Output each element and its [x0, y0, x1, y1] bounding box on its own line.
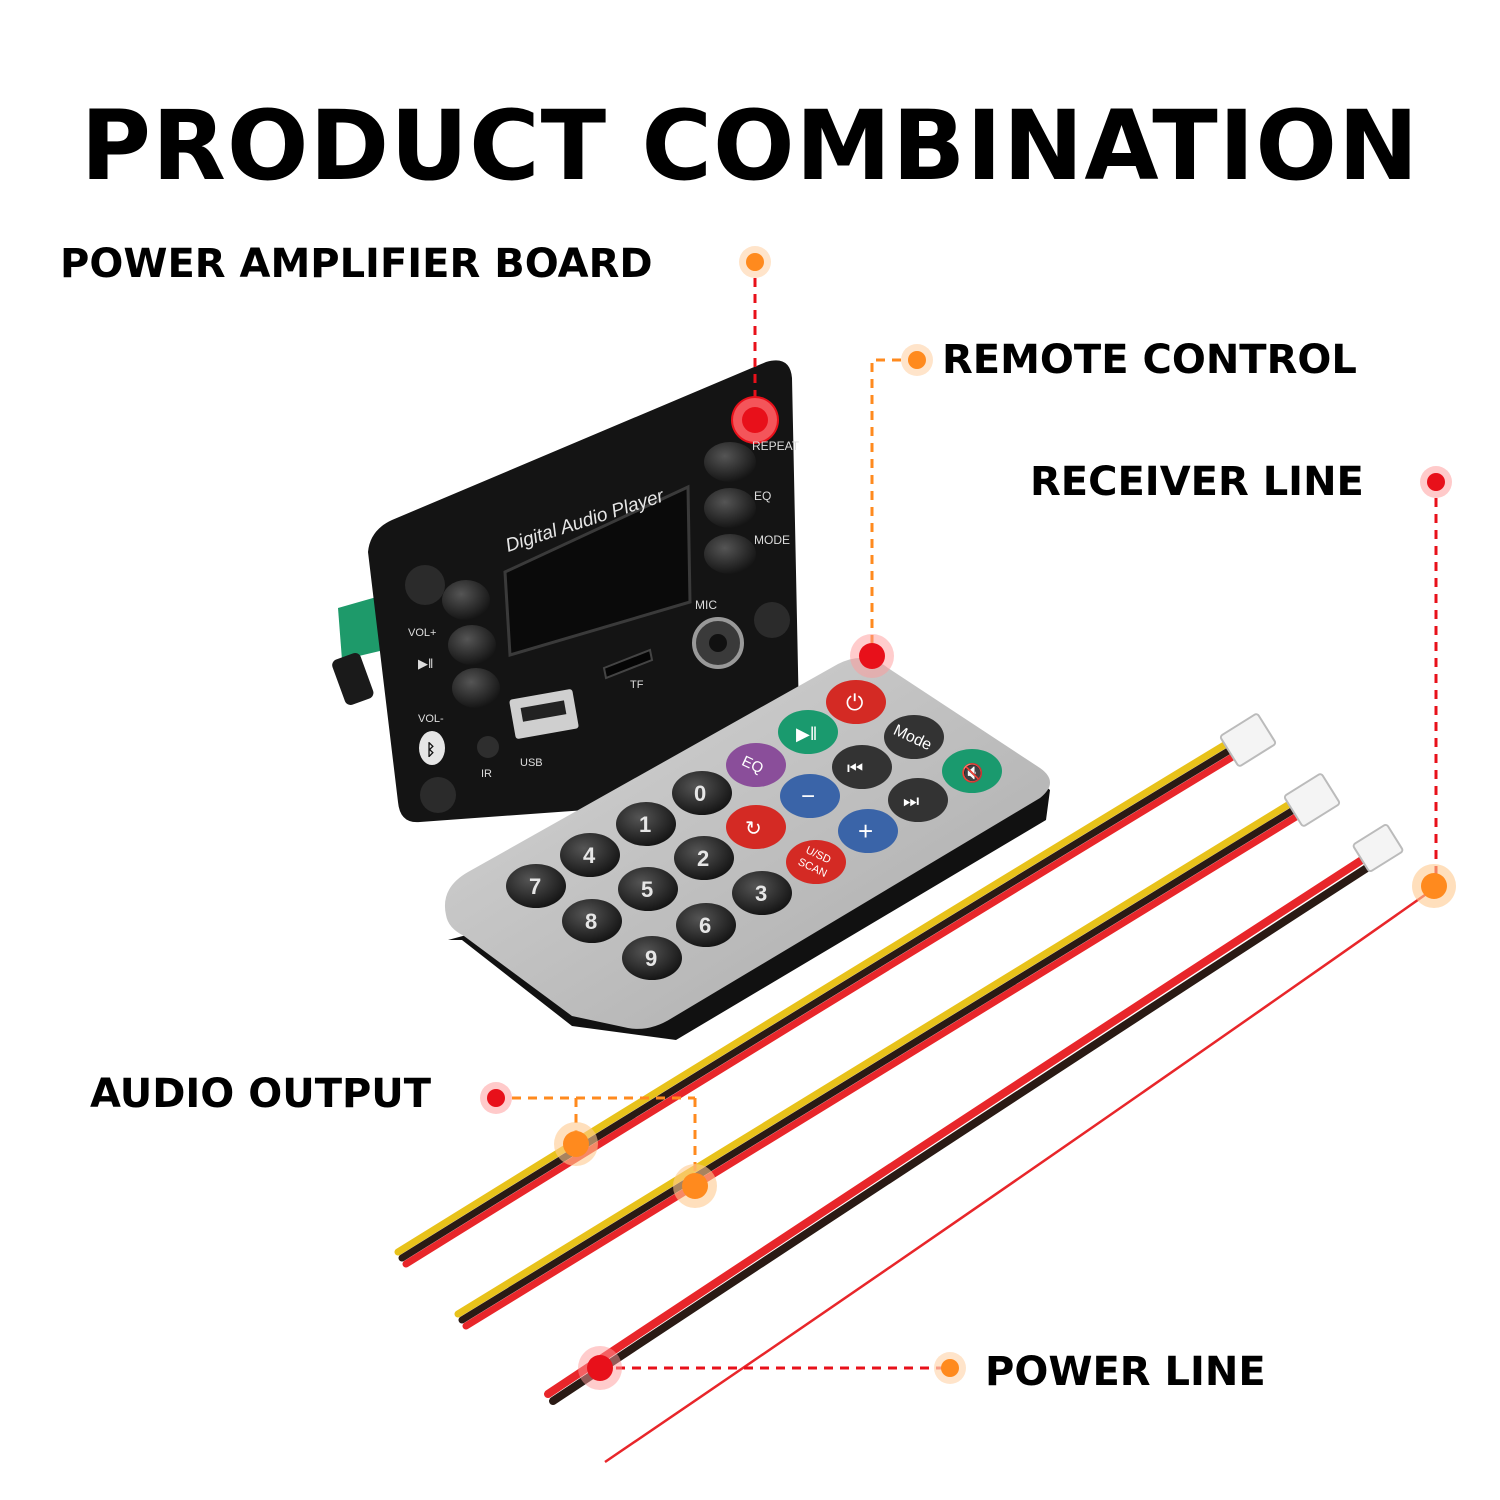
key-6	[676, 903, 736, 947]
mute-key	[942, 749, 1002, 793]
key-2	[674, 836, 734, 880]
receiver-cable	[604, 888, 1433, 1464]
eq-button	[704, 488, 756, 528]
mute-key-icon: 🔇	[961, 762, 983, 783]
key-0	[672, 771, 732, 815]
vol-minus-button	[452, 668, 500, 708]
mode-button	[704, 534, 756, 574]
audio-connector-2	[1283, 773, 1341, 827]
key-4-label: 4	[583, 843, 596, 868]
plus-key	[838, 809, 898, 853]
repeat-key-icon: ↻	[745, 818, 762, 840]
led-display	[503, 484, 692, 657]
ir-receiver	[477, 736, 499, 758]
key-2-label: 2	[697, 846, 709, 871]
bluetooth-icon	[419, 731, 445, 765]
label-remote-control: REMOTE CONTROL	[942, 337, 1357, 383]
play-pause-key	[778, 710, 838, 754]
tf-slot	[602, 648, 654, 680]
power-button	[826, 680, 886, 724]
prev-key	[832, 745, 892, 789]
plus-key-label: +	[858, 816, 873, 846]
key-9	[622, 936, 682, 980]
usd-scan-key	[786, 840, 846, 884]
play-pause-key-icon: ▶‖	[796, 724, 817, 744]
power-cable	[544, 823, 1404, 1405]
usb-label: USB	[520, 757, 543, 769]
prev-key-icon: ⏮	[847, 758, 863, 778]
audio-cable-1	[394, 713, 1277, 1268]
mode-label: MODE	[754, 533, 790, 547]
page-title: PRODUCT COMBINATION	[80, 90, 1420, 202]
key-5-label: 5	[641, 877, 653, 902]
right-button-1	[704, 442, 756, 482]
audio-cable-2	[454, 773, 1341, 1330]
power-icon: ⏻	[846, 690, 863, 715]
label-power-amplifier-board: POWER AMPLIFIER BOARD	[60, 241, 653, 287]
next-key-icon: ⏭	[903, 791, 919, 811]
mic-label: MIC	[695, 598, 717, 612]
key-4	[560, 833, 620, 877]
key-9-label: 9	[645, 946, 657, 971]
power-connector	[1352, 823, 1404, 873]
tf-label: TF	[630, 679, 644, 691]
bluetooth-module-pcb	[338, 596, 384, 660]
key-8-label: 8	[585, 909, 597, 934]
remote-control: ⏻ ▶‖ Mode EQ ⏮ 🔇 − ⏭ ↻ + U/SD SCAN 0	[444, 657, 1050, 1040]
key-3	[732, 871, 792, 915]
minus-key	[780, 774, 840, 818]
key-7	[506, 864, 566, 908]
mount-hole-bottom-left	[420, 777, 456, 813]
bluetooth-glyph: ᛒ	[426, 742, 436, 759]
key-1	[616, 802, 676, 846]
vol-minus-label: VOL-	[418, 713, 444, 725]
label-power-line: POWER LINE	[985, 1349, 1266, 1395]
mic-jack-hole	[709, 634, 727, 652]
key-7-label: 7	[529, 874, 541, 899]
play-pause-button	[448, 625, 496, 665]
next-key	[888, 778, 948, 822]
eq-label: EQ	[754, 489, 771, 503]
callout-dots	[480, 246, 1456, 1390]
antenna-stub	[332, 652, 374, 705]
label-receiver-line: RECEIVER LINE	[1030, 459, 1364, 505]
key-6-label: 6	[699, 913, 711, 938]
vol-plus-button	[442, 580, 490, 620]
key-8	[562, 899, 622, 943]
repeat-label: REPEAT	[752, 439, 800, 453]
ir-label: IR	[481, 768, 492, 780]
key-0-label: 0	[694, 781, 706, 806]
key-3-label: 3	[755, 881, 767, 906]
mode-key	[884, 715, 944, 759]
mount-hole-top-left	[405, 565, 445, 605]
play-pause-icon: ▶‖	[418, 656, 433, 671]
eq-key	[726, 743, 786, 787]
repeat-key	[726, 805, 786, 849]
usb-port-tongue	[520, 700, 567, 722]
mount-hole-right	[754, 602, 790, 638]
key-1-label: 1	[639, 812, 651, 837]
audio-connector-1	[1219, 713, 1277, 767]
key-5	[618, 867, 678, 911]
label-audio-output: AUDIO OUTPUT	[90, 1071, 432, 1117]
minus-key-label: −	[801, 783, 815, 810]
vol-plus-label: VOL+	[408, 627, 436, 639]
